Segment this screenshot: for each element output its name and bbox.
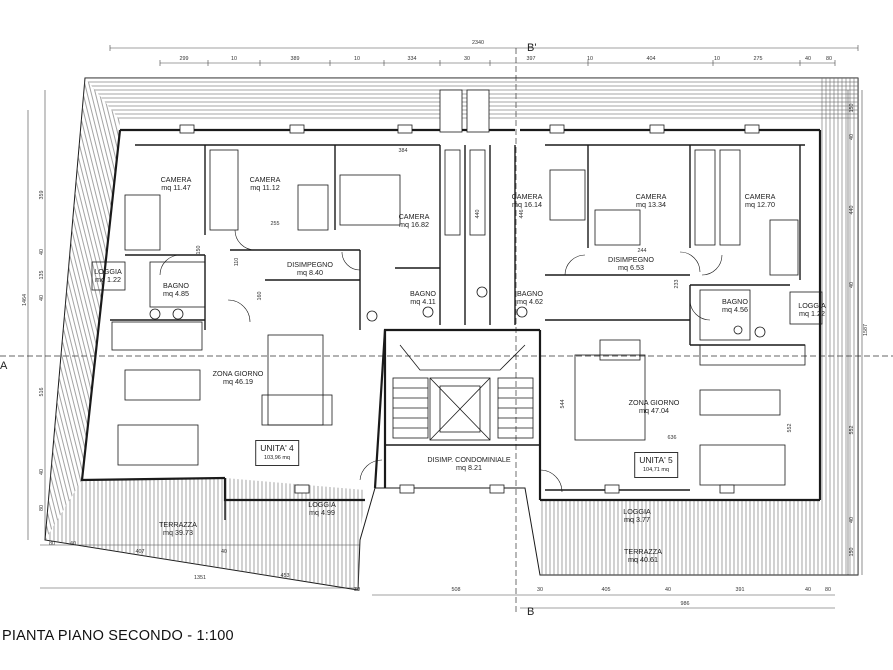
dim-top-total: 2340 [472,40,484,46]
dim-bottom-center-4: 391 [735,587,745,593]
dim-inner-5: 552 [787,423,793,433]
dim-left-6: 80 [39,505,45,511]
dim-left-4: 516 [39,387,45,397]
dim-right-5: 40 [849,517,855,523]
dim-left-0: 359 [39,190,45,200]
dim-bottom-center-5: 40 [805,587,811,593]
unit-5-label: UNITA' 5 104,71 mq [634,452,678,478]
section-mark-left: A [0,360,8,372]
unit-4-label: UNITA' 4 103,96 mq [255,440,299,466]
dim-top-0: 299 [179,56,189,62]
dim-top-12: 80 [826,56,832,62]
dim-inner-0: 384 [398,148,408,154]
dim-top-1: 10 [231,56,237,62]
section-mark-bottom: B [527,606,535,618]
dim-top-5: 30 [464,56,470,62]
unit-4-area: 103,96 mq [264,455,290,461]
dim-inner-9: 110 [234,257,240,267]
dim-right-0: 150 [849,103,855,113]
loggia-boxes [91,261,823,341]
dim-top-8: 404 [646,56,656,62]
dim-left-2: 135 [39,270,45,280]
dim-inner-4: 544 [560,399,566,409]
unit-5-name: UNITA' 5 [639,455,673,465]
dim-bottom-center-1: 30 [537,587,543,593]
dim-bottom-left-2: 407 [135,549,145,555]
dim-bottom-center-3: 40 [665,587,671,593]
dim-inner-2: 440 [475,209,481,219]
dim-right-outer: 1587 [863,324,869,336]
dim-bottom-left-5: 30 [354,587,360,593]
dim-bottom-left-3: 40 [221,549,227,555]
dim-bottom-center-6: 80 [825,587,831,593]
dim-inner-3: 446 [519,209,525,219]
dim-inner-6: 636 [667,435,677,441]
dim-top-2: 389 [290,56,300,62]
dim-bottom-left-0: 80 [49,541,55,547]
dim-inner-11: 150 [196,245,202,255]
dim-left-3: 40 [39,295,45,301]
dim-right-2: 440 [849,205,855,215]
dim-inner-10: 160 [257,291,263,301]
dim-left-1: 40 [39,249,45,255]
unit-5-area: 104,71 mq [643,467,669,473]
dim-top-6: 397 [526,56,536,62]
section-mark-top: B' [527,42,537,54]
dim-bottom-left-4: 453 [280,573,290,579]
unit-4-name: UNITA' 4 [260,443,294,453]
dim-bottom-center-2: 405 [601,587,611,593]
dim-top-9: 10 [714,56,720,62]
dim-right-6: 150 [849,547,855,557]
dim-top-10: 275 [753,56,763,62]
door-swings [159,229,723,493]
dim-inner-7: 233 [674,279,680,289]
terrace-band [44,77,859,591]
dim-bottom-total: 1351 [194,575,206,581]
dim-bottom-center-0: 508 [451,587,461,593]
dim-right-3: 40 [849,282,855,288]
dim-top-11: 40 [805,56,811,62]
dim-right-1: 40 [849,134,855,140]
dim-top-4: 334 [407,56,417,62]
dim-inner-8: 244 [637,248,647,254]
dim-top-7: 10 [587,56,593,62]
dim-right-4: 552 [849,425,855,435]
dimension-ticks [109,45,859,66]
dim-bottom-right-total: 986 [680,601,690,607]
dim-left-outer: 1464 [22,294,28,306]
stair-core [392,344,534,441]
drawing-caption: PIANTA PIANO SECONDO - 1:100 [2,628,234,644]
dim-bottom-left-1: 40 [70,541,76,547]
dim-inner-1: 255 [270,221,280,227]
furniture [111,149,806,486]
dim-top-3: 10 [354,56,360,62]
windows [179,89,760,494]
dim-left-5: 40 [39,469,45,475]
